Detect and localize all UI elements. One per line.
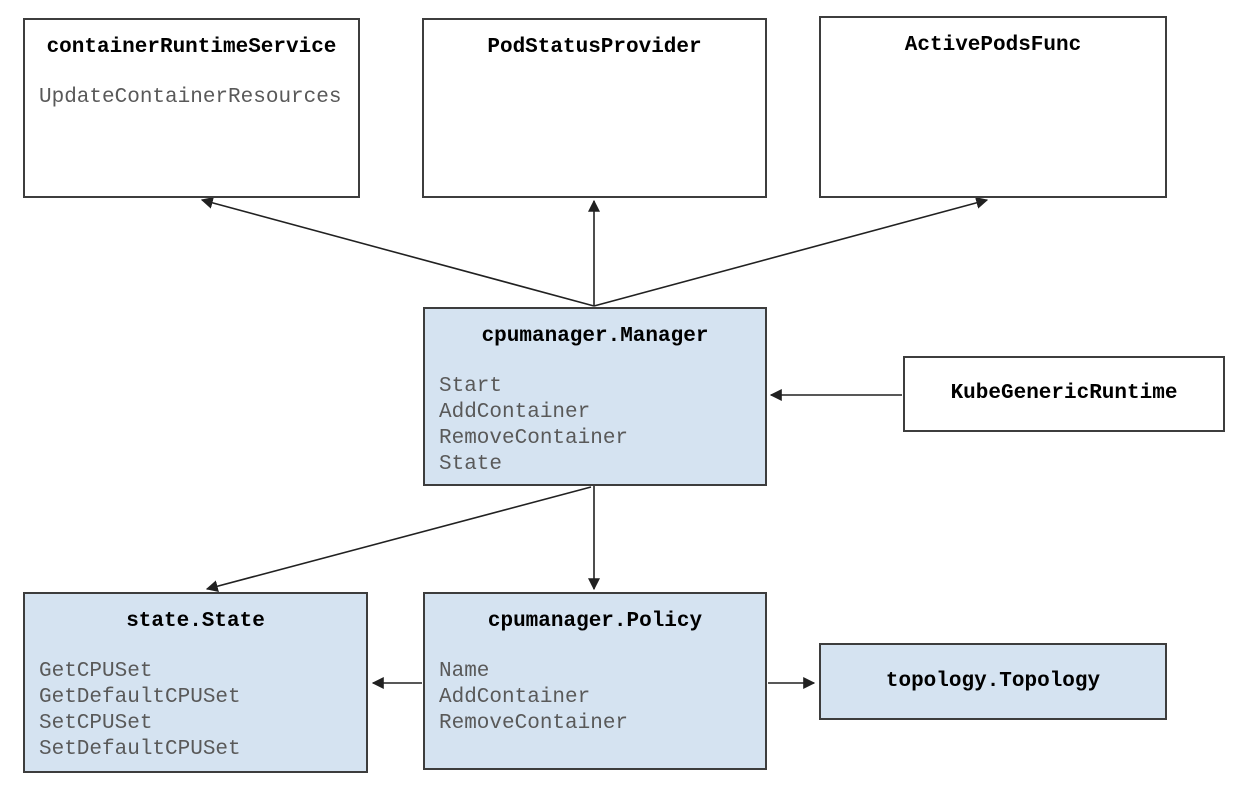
method: Name — [439, 660, 490, 683]
box-cpumanager-policy: cpumanager.Policy Name AddContainer Remo… — [423, 592, 767, 770]
box-active-pods-func: ActivePodsFunc — [819, 16, 1167, 198]
method: GetCPUSet — [39, 660, 153, 683]
box-kube-generic-runtime: KubeGenericRuntime — [903, 356, 1225, 432]
box-pod-status-provider: PodStatusProvider — [422, 18, 767, 198]
method: State — [439, 453, 503, 476]
method: GetDefaultCPUSet — [39, 686, 241, 709]
box-cpumanager-manager: cpumanager.Manager Start AddContainer Re… — [423, 307, 767, 486]
method-list: GetCPUSet GetDefaultCPUSet SetCPUSet Set… — [25, 659, 366, 763]
method: RemoveContainer — [439, 712, 629, 735]
arrow-manager-to-state — [205, 486, 592, 593]
box-title: ActivePodsFunc — [904, 34, 1082, 57]
method-list: Start AddContainer RemoveContainer State — [425, 374, 765, 478]
method-list: UpdateContainerResources — [25, 85, 358, 111]
box-container-runtime-service: containerRuntimeService UpdateContainerR… — [23, 18, 360, 198]
box-title: PodStatusProvider — [487, 36, 702, 59]
box-title: topology.Topology — [885, 669, 1101, 693]
method-list: Name AddContainer RemoveContainer — [425, 659, 765, 737]
arrow-manager-to-container-runtime-service — [200, 197, 595, 307]
box-title: state.State — [126, 610, 265, 633]
method: SetCPUSet — [39, 712, 153, 735]
method: AddContainer — [439, 401, 591, 424]
method: UpdateContainerResources — [39, 86, 342, 109]
box-title: cpumanager.Manager — [481, 325, 709, 348]
arrow-manager-to-active-pods-func — [593, 197, 989, 307]
box-topology-topology: topology.Topology — [819, 643, 1167, 720]
box-title: KubeGenericRuntime — [950, 382, 1178, 405]
method: SetDefaultCPUSet — [39, 738, 241, 761]
box-title: containerRuntimeService — [46, 36, 337, 59]
box-title: cpumanager.Policy — [487, 610, 703, 633]
method: AddContainer — [439, 686, 591, 709]
box-state-state: state.State GetCPUSet GetDefaultCPUSet S… — [23, 592, 368, 773]
method: RemoveContainer — [439, 427, 629, 450]
method: Start — [439, 375, 503, 398]
